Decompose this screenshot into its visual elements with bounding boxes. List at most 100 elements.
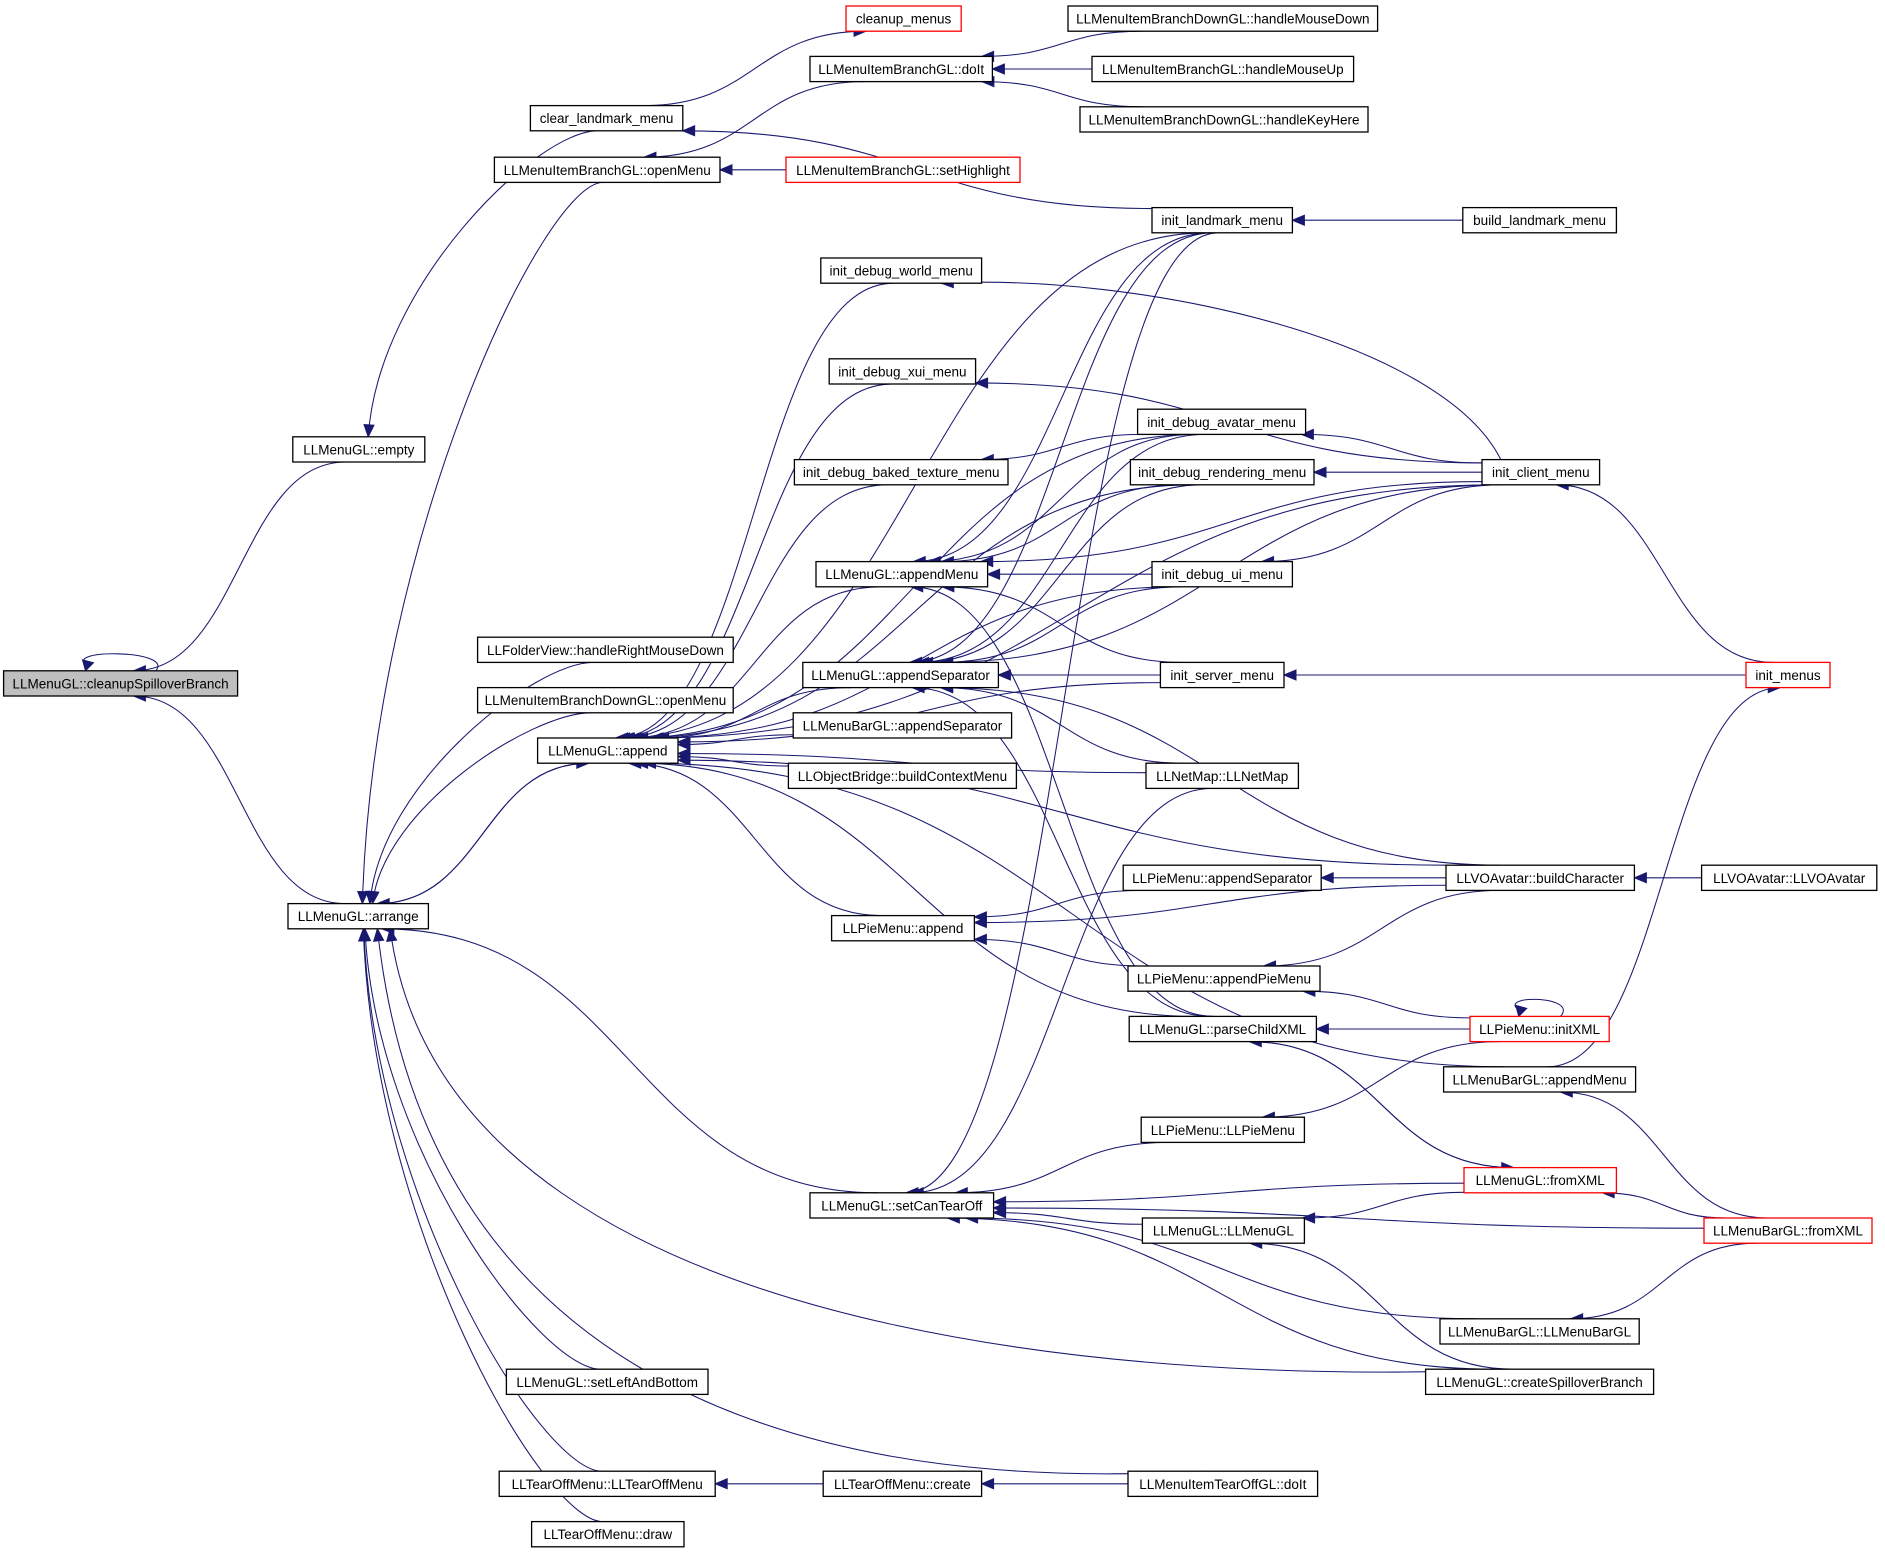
node-box — [1700, 864, 1878, 892]
node-box — [1079, 106, 1369, 133]
arrowhead-icon — [368, 890, 380, 905]
node-arrange[interactable]: LLMenuGL::arrange — [287, 902, 430, 930]
node-branch-doit[interactable]: LLMenuItemBranchGL::doIt — [809, 55, 994, 83]
node-menugl-ctor[interactable]: LLMenuGL::LLMenuGL — [1141, 1217, 1306, 1244]
node-tearoff-ctor[interactable]: LLTearOffMenu::LLTearOffMenu — [498, 1470, 716, 1498]
node-label: LLMenuItemTearOffGL::doIt — [1139, 1477, 1306, 1492]
arrowhead-icon — [373, 927, 385, 942]
node-bar-ctor[interactable]: LLMenuBarGL::LLMenuBarGL — [1439, 1318, 1640, 1345]
node-label: LLMenuGL::append — [548, 744, 667, 759]
node-box — [287, 902, 430, 930]
node-label: LLMenuGL::parseChildXML — [1140, 1022, 1307, 1037]
arrowhead-icon — [1312, 466, 1327, 478]
node-label: LLMenuGL::createSpilloverBranch — [1436, 1375, 1642, 1390]
node-bar-appendMenu[interactable]: LLMenuBarGL::appendMenu — [1442, 1066, 1637, 1093]
node-box — [1424, 1368, 1655, 1396]
node-label: LLPieMenu::appendPieMenu — [1137, 972, 1311, 987]
node-buildChar[interactable]: LLVOAvatar::buildCharacter — [1445, 864, 1636, 892]
node-box — [2, 670, 239, 697]
call-edge-pie_append-from-pie_appendSep — [973, 889, 1143, 923]
node-pie-ctor[interactable]: LLPieMenu::LLPieMenu — [1140, 1116, 1306, 1144]
node-init-menus[interactable]: init_menus — [1745, 661, 1831, 689]
node-appendMenu[interactable]: LLMenuGL::appendMenu — [815, 560, 989, 588]
node-pie-initxml[interactable]: LLPieMenu::initXML — [1469, 1015, 1610, 1043]
node-box — [1481, 458, 1601, 486]
node-bd-mousedown[interactable]: LLMenuItemBranchDownGL::handleMouseDown — [1067, 5, 1379, 32]
node-box — [845, 5, 962, 32]
call-edge-append-from-bar_appendMenu — [642, 757, 1504, 1068]
node-box — [1145, 762, 1300, 790]
call-edge-branch_doit-from-b_mouseup — [991, 63, 1092, 75]
node-root[interactable]: LLMenuGL::cleanupSpilloverBranch — [2, 670, 239, 697]
call-edge-arrange-from-branch_openmenu — [357, 181, 604, 905]
node-vo-ctor[interactable]: LLVOAvatar::LLVOAvatar — [1700, 864, 1878, 892]
node-dbg-ui[interactable]: init_debug_ui_menu — [1151, 560, 1294, 588]
node-dbg-avatar[interactable]: init_debug_avatar_menu — [1136, 408, 1307, 436]
node-box — [793, 458, 1009, 486]
arrowhead-icon — [992, 1202, 1007, 1214]
node-bd-keyhere[interactable]: LLMenuItemBranchDownGL::handleKeyHere — [1079, 106, 1369, 133]
node-bar-fromxml[interactable]: LLMenuBarGL::fromXML — [1703, 1217, 1873, 1244]
node-box — [1127, 965, 1321, 992]
node-setHighlight[interactable]: LLMenuItemBranchGL::setHighlight — [785, 156, 1021, 184]
node-append[interactable]: LLMenuGL::append — [536, 737, 679, 764]
node-setLeftBottom[interactable]: LLMenuGL::setLeftAndBottom — [505, 1368, 709, 1396]
node-tearoff-create[interactable]: LLTearOffMenu::create — [822, 1470, 983, 1498]
arrowhead-icon — [1315, 1023, 1329, 1035]
node-box — [809, 1192, 995, 1219]
call-edge-menugl_ctor-from-fromxml — [1301, 1191, 1465, 1224]
call-edge-branch_openmenu-from-setHighlight — [718, 164, 786, 176]
node-appendSep[interactable]: LLMenuGL::appendSeparator — [802, 661, 1000, 689]
node-pie-appendPie[interactable]: LLPieMenu::appendPieMenu — [1127, 965, 1321, 992]
arrowhead-icon — [986, 568, 1001, 580]
node-netmap[interactable]: LLNetMap::LLNetMap — [1145, 762, 1300, 790]
node-tearoff-draw[interactable]: LLTearOffMenu::draw — [530, 1520, 685, 1548]
arrowhead-icon — [386, 927, 398, 942]
node-dbg-world[interactable]: init_debug_world_menu — [820, 257, 983, 284]
node-createSpill[interactable]: LLMenuGL::createSpilloverBranch — [1424, 1368, 1655, 1396]
node-box — [1439, 1318, 1640, 1345]
node-bar-appendSep[interactable]: LLMenuBarGL::appendSeparator — [792, 712, 1013, 739]
node-box — [820, 257, 983, 284]
call-edge-pie_append-from-pie_appendPie — [973, 933, 1144, 967]
node-box — [1128, 1015, 1318, 1043]
node-pie-append[interactable]: LLPieMenu::append — [830, 914, 976, 942]
arrowhead-icon — [363, 423, 375, 439]
node-clear-landmark[interactable]: clear_landmark_menu — [529, 104, 684, 132]
node-label: LLVOAvatar::LLVOAvatar — [1713, 871, 1866, 886]
node-tearoff-doit[interactable]: LLMenuItemTearOffGL::doIt — [1127, 1470, 1319, 1498]
node-bd-openmenu[interactable]: LLMenuItemBranchDownGL::openMenu — [476, 686, 734, 714]
arrowhead-icon — [973, 916, 987, 929]
node-parseChild[interactable]: LLMenuGL::parseChildXML — [1128, 1015, 1318, 1043]
call-edge-pie_appendSep-from-buildChar — [1319, 872, 1446, 884]
call-edge-pie_initxml-from-pie_initxml — [1514, 998, 1564, 1018]
node-init-landmark[interactable]: init_landmark_menu — [1151, 206, 1294, 234]
node-label: LLMenuItemBranchGL::openMenu — [504, 163, 711, 178]
node-box — [292, 436, 426, 463]
node-box — [1462, 206, 1618, 234]
node-init-client[interactable]: init_client_menu — [1481, 458, 1601, 486]
call-edge-tearoff_ctor-from-tearoff_create — [713, 1478, 824, 1490]
node-box — [1151, 560, 1294, 588]
node-objbridge[interactable]: LLObjectBridge::buildContextMenu — [787, 762, 1018, 790]
node-build-landmark[interactable]: build_landmark_menu — [1462, 206, 1618, 234]
node-pie-appendSep[interactable]: LLPieMenu::appendSeparator — [1122, 864, 1322, 892]
node-branch-openmenu[interactable]: LLMenuItemBranchGL::openMenu — [493, 156, 721, 184]
node-dbg-render[interactable]: init_debug_rendering_menu — [1129, 458, 1315, 486]
node-dbg-xui[interactable]: init_debug_xui_menu — [828, 358, 977, 385]
node-box — [802, 661, 1000, 689]
node-cleanup-menus[interactable]: cleanup_menus — [845, 5, 962, 32]
arrowhead-icon — [1633, 872, 1647, 884]
node-fromxml[interactable]: LLMenuGL::fromXML — [1463, 1166, 1618, 1194]
node-box — [815, 560, 989, 588]
node-folder-rmd[interactable]: LLFolderView::handleRightMouseDown — [476, 636, 734, 664]
node-init-server[interactable]: init_server_menu — [1159, 661, 1285, 689]
node-setTearOff[interactable]: LLMenuGL::setCanTearOff — [809, 1192, 995, 1219]
call-edge-dbg_render-from-init_client — [1312, 466, 1482, 478]
arrowhead-icon — [1515, 1004, 1528, 1018]
arrowhead-icon — [357, 927, 370, 942]
call-edge-appendMenu-from-init_client — [979, 481, 1483, 568]
node-empty[interactable]: LLMenuGL::empty — [292, 436, 426, 463]
node-b-mouseup[interactable]: LLMenuItemBranchGL::handleMouseUp — [1091, 55, 1355, 83]
node-dbg-baked[interactable]: init_debug_baked_texture_menu — [793, 458, 1009, 486]
